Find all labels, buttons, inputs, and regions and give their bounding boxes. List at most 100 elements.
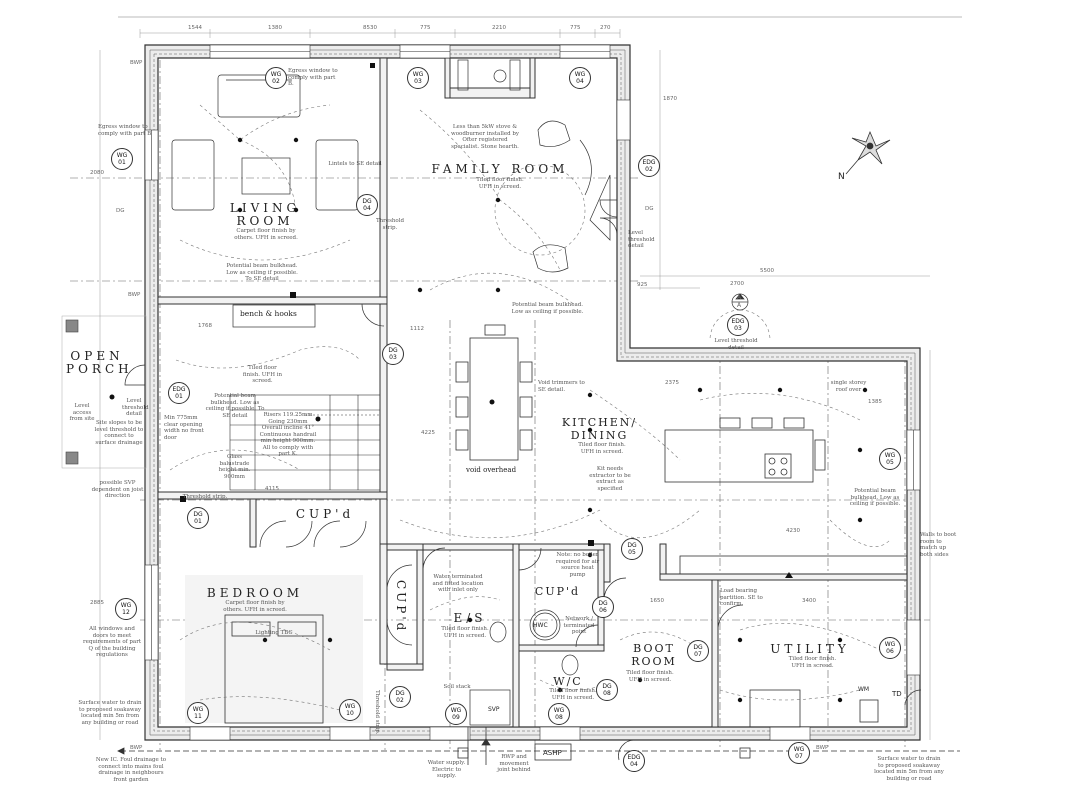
- note-surface-water-se: Surface water to drain to proposed soaka…: [874, 756, 944, 782]
- note-site-drainage: Site slopes to be level threshold to con…: [94, 420, 144, 446]
- note-hwc: HWC: [533, 622, 548, 629]
- dim-1112: 1112: [410, 326, 424, 332]
- dim-top-2: 1380: [268, 25, 282, 31]
- dining-table: [455, 324, 533, 461]
- note-lighting: Lighting TBC: [255, 630, 293, 636]
- note-possible-svp: possible SVP dependent on joist directio…: [91, 480, 144, 499]
- note-rwp: RWP and movement joint behind: [497, 754, 531, 773]
- note-void-overhead: void overhead: [466, 466, 517, 474]
- note-lintels: Lintels to SE detail: [328, 161, 382, 167]
- note-threshold-2: Threshold strip.: [182, 494, 228, 500]
- dim-3400: 3400: [802, 598, 816, 604]
- note-beam-2: Potential beam bulkhead. Low as ceiling …: [511, 302, 584, 315]
- room-name-wc: W/C: [553, 675, 583, 688]
- note-glass-balustrade: Glass balustrade height min. 900mm: [218, 454, 251, 480]
- note-level-access: Level access from site: [69, 403, 95, 422]
- bed: [224, 614, 324, 724]
- family-furniture: [457, 59, 611, 273]
- room-name-cupd-small: CUP'd: [534, 585, 581, 598]
- note-beam-3: Potential beam bulkhead. Low as ceiling …: [205, 393, 265, 419]
- marker-bwp-4: BWP: [816, 745, 829, 751]
- doors: [124, 199, 922, 761]
- marker-dg-left: DG: [116, 208, 125, 214]
- note-level-threshold-kitchen: Level threshold detail: [714, 338, 758, 351]
- note-void-trimmers: Void trimmers to SE detail.: [538, 380, 585, 393]
- note-egress-wg01: Egress window to comply with part B: [98, 124, 152, 137]
- room-note-kitchen: Tiled floor finish. UFH in screed.: [578, 442, 626, 455]
- dim-4115: 4115: [265, 486, 279, 492]
- room-note-utility: Tiled floor finish. UFH in screed.: [788, 656, 837, 669]
- room-name-es: E/S: [453, 611, 487, 625]
- north-label: N: [838, 172, 845, 182]
- room-name-utility: UTILITY: [770, 642, 850, 656]
- dim-4230: 4230: [786, 528, 800, 534]
- north-arrow-icon: [845, 130, 891, 175]
- note-level-threshold-porch: Level threshold detail: [122, 398, 149, 417]
- dim-top-6: 775: [570, 25, 581, 31]
- note-beam-1: Potential beam bulkhead. Low as ceiling …: [226, 263, 298, 282]
- room-name-bedroom: BEDROOM: [206, 586, 304, 600]
- note-bench-hooks: bench & hooks: [240, 309, 297, 318]
- note-part-q: All windows and doors to meet requiremen…: [82, 626, 142, 658]
- external-walls: [144, 44, 921, 741]
- dimension-lines: [99, 29, 931, 740]
- room-note-family: Tiled floor finish. UFH in screed.: [476, 177, 524, 190]
- note-single-storey: single storey roof over: [830, 380, 867, 393]
- note-surface-water-sw: Surface water to drain to proposed soaka…: [78, 700, 142, 726]
- dim-5500: 5500: [760, 268, 774, 274]
- room-name-boot: BOOT ROOM: [631, 642, 677, 668]
- note-level-threshold-family: Level threshold detail: [628, 230, 655, 249]
- note-soil-stack: Soil stack: [443, 684, 471, 690]
- dim-1768: 1768: [198, 323, 212, 329]
- room-note-wc: Tiled floor finish. UFH in screed.: [549, 688, 597, 701]
- note-boiler: Note: no boiler required for air source …: [555, 552, 600, 578]
- room-note-boot: Tiled floor finish. UFH in screed.: [626, 670, 674, 683]
- dim-2700: 2700: [730, 281, 744, 287]
- room-note-living: Carpet floor finish by others. UFH in sc…: [234, 228, 298, 241]
- note-foul-drainage: New IC. Foul drainage to connect into ma…: [95, 757, 167, 783]
- note-ashp: ASHP: [543, 749, 562, 757]
- room-name-cupd-vertical: CUP'd: [394, 580, 408, 634]
- windows: [144, 44, 921, 741]
- marker-dg-right: DG: [645, 206, 654, 212]
- room-note-es: Tiled floor finish. UFH in screed.: [441, 626, 489, 639]
- dim-1870: 1870: [663, 96, 677, 102]
- note-beam-4: Potential beam bulkhead. Low as ceiling …: [849, 488, 901, 507]
- note-water-supply: Water supply. Electric to supply.: [427, 760, 466, 779]
- sanitary: [469, 609, 579, 726]
- dim-1650: 1650: [650, 598, 664, 604]
- section-marker: [731, 293, 749, 311]
- living-furniture: [171, 74, 359, 211]
- note-woodburner: Less than 5kW stove & woodburner install…: [450, 124, 519, 150]
- note-clear-opening: Min 775mm clear opening width no front d…: [164, 415, 204, 441]
- room-name-porch: OPEN PORCH: [66, 349, 133, 376]
- room-name-family: FAMILY ROOM: [431, 162, 569, 176]
- drainage-line: [117, 727, 960, 765]
- note-wall-boot: Walls to boot room to match up both side…: [920, 532, 957, 558]
- dim-1385: 1385: [868, 399, 882, 405]
- kitchen-units: [664, 417, 908, 728]
- note-cupboard: Water terminated and fitted location wit…: [432, 574, 484, 593]
- note-network: Network / terminated point: [563, 616, 595, 635]
- section-label-top: A: [737, 294, 742, 301]
- marker-bwp-3: BWP: [130, 745, 143, 751]
